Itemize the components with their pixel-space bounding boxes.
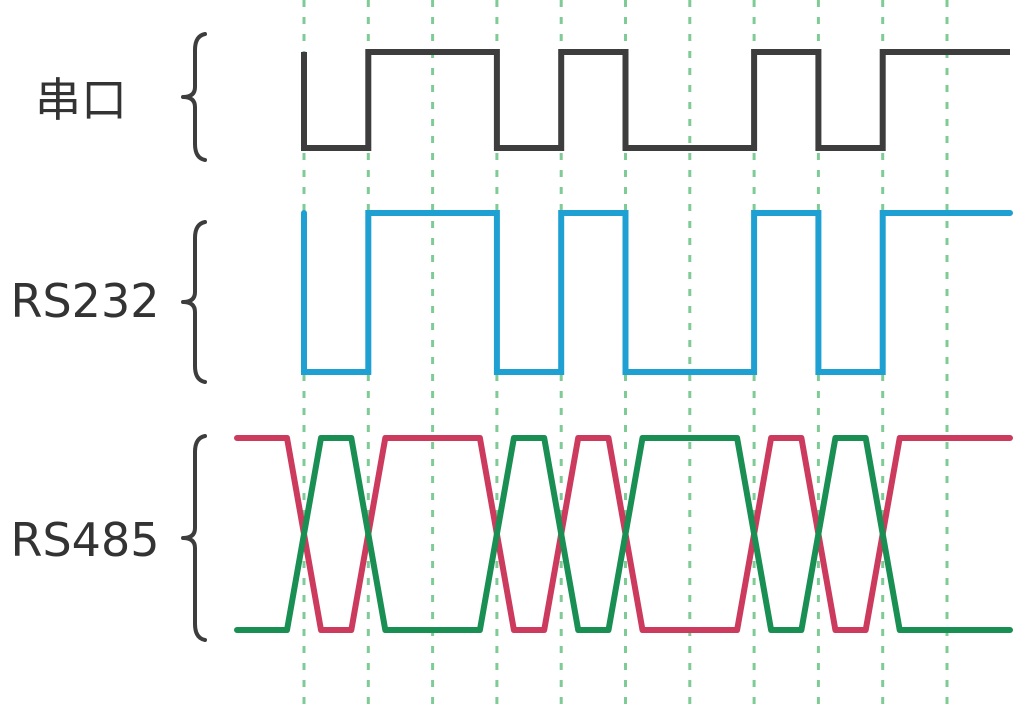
row-label-serial: 串口 <box>35 73 127 127</box>
rs485-line-a <box>234 435 1013 633</box>
serial-waveform <box>301 49 1010 151</box>
waveforms <box>234 49 1013 633</box>
brace-rs485 <box>181 434 207 642</box>
row-braces <box>181 32 207 642</box>
brace-serial <box>181 32 207 162</box>
row-label-rs232: RS232 <box>10 274 160 328</box>
brace-rs232 <box>181 220 207 384</box>
rs232-waveform <box>301 210 1013 375</box>
rs485-line-b <box>234 435 1013 633</box>
row-label-rs485: RS485 <box>10 513 160 567</box>
